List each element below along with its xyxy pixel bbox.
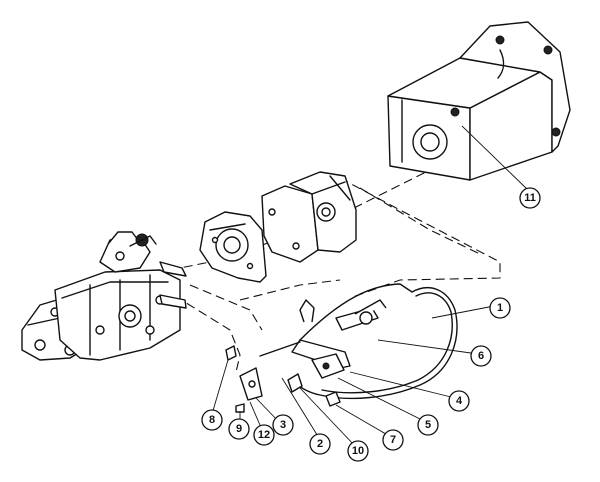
svg-text:10: 10 [352,445,364,457]
callout-3: 3 [272,414,294,436]
svg-text:4: 4 [456,395,463,407]
callout-1: 1 [489,297,511,319]
svg-text:9: 9 [236,423,242,435]
svg-text:3: 3 [280,419,286,431]
svg-text:8: 8 [209,414,215,426]
callout-5: 5 [417,414,439,436]
callout-2: 2 [309,433,331,455]
motor-housing [261,171,357,263]
callout-12: 12 [253,424,275,446]
callout-7: 7 [382,429,404,451]
svg-text:11: 11 [524,192,536,204]
svg-text:2: 2 [317,438,323,450]
callout-11: 11 [519,187,541,209]
adapter-plate [199,211,267,283]
callout-6: 6 [470,345,492,367]
callout-10: 10 [347,440,369,462]
callout-8: 8 [201,409,223,431]
control-cable-assembly [225,283,458,413]
svg-text:1: 1 [497,302,503,314]
mounting-frame [387,21,571,181]
svg-text:5: 5 [425,419,431,431]
svg-text:7: 7 [390,434,396,446]
hydraulic-pump [21,231,187,361]
callout-9: 9 [228,418,250,440]
svg-text:12: 12 [258,429,270,441]
svg-text:6: 6 [478,350,484,362]
leader-lines [211,125,529,447]
callout-4: 4 [448,390,470,412]
